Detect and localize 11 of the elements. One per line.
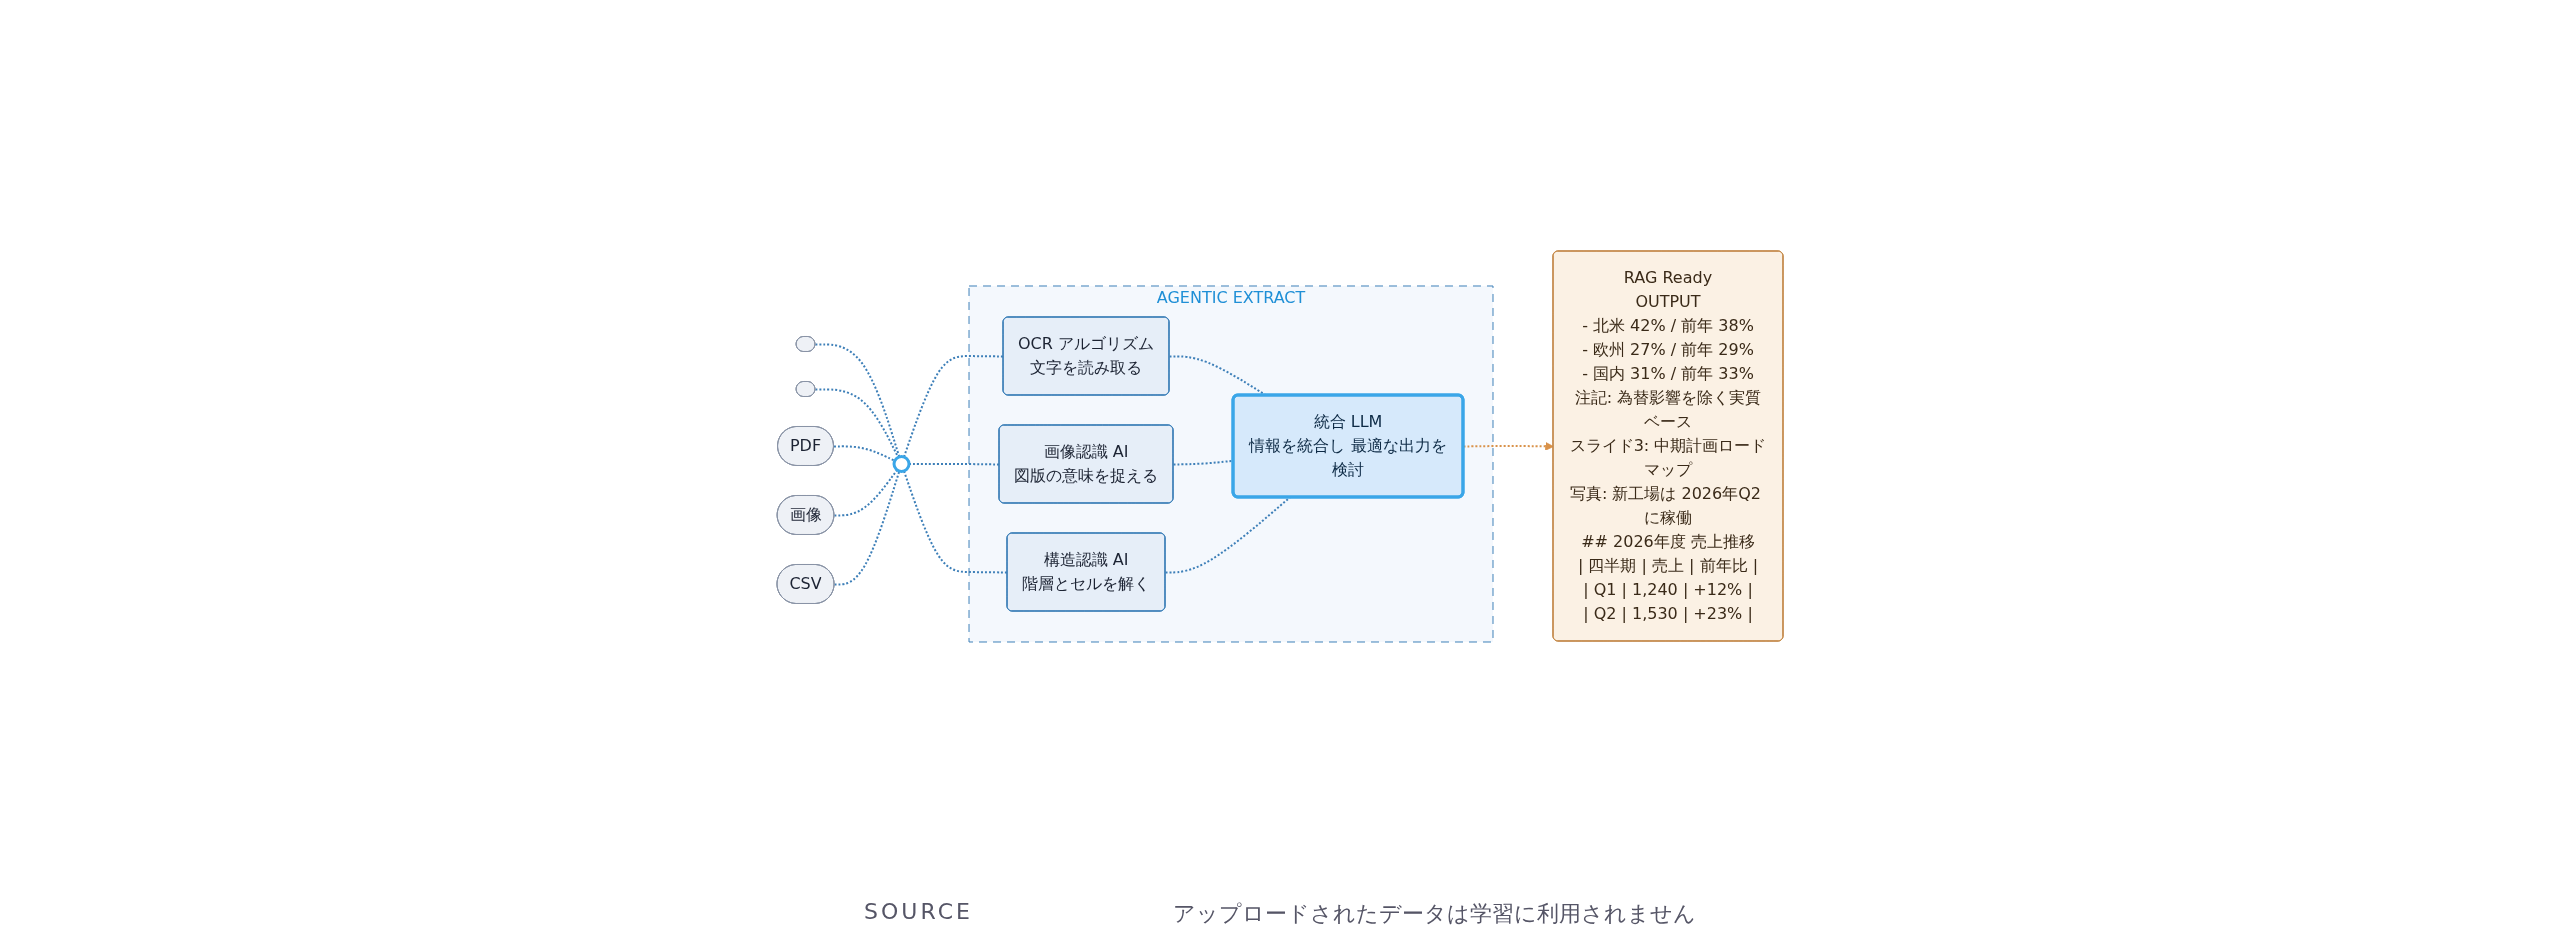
section-label: SOURCE [864, 899, 973, 926]
node-circle [892, 455, 911, 473]
connector [1164, 496, 1291, 574]
connector [903, 355, 1005, 458]
caption: アップロードされたデータは学習に利用されません [1172, 900, 1696, 928]
connector [903, 470, 1009, 574]
connector [832, 445, 896, 462]
connector [814, 343, 901, 458]
connector [908, 463, 1001, 466]
connector [833, 469, 899, 517]
connector [833, 470, 901, 586]
